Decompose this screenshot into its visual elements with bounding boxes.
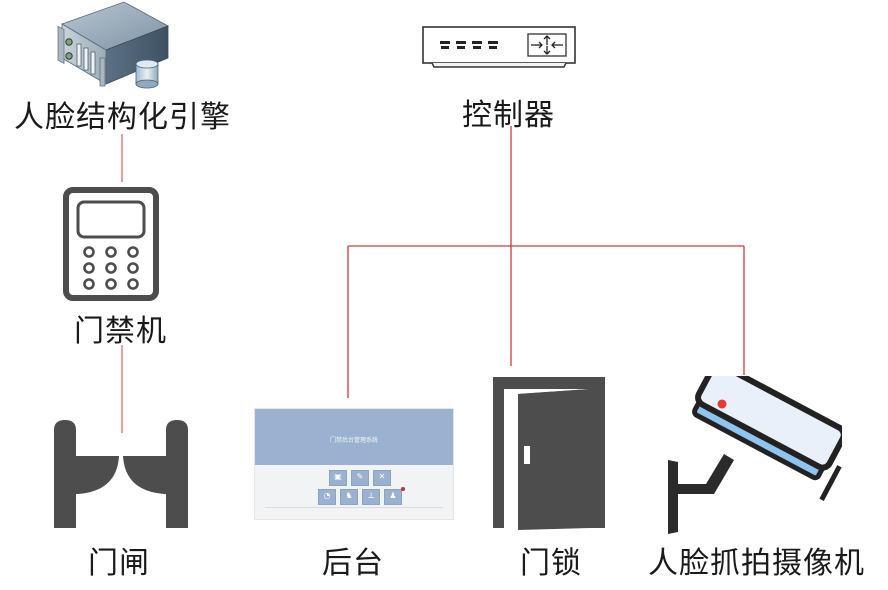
node-camera (662, 361, 847, 536)
label-access-terminal: 门禁机 (74, 314, 167, 349)
notification-dot (401, 487, 405, 491)
door-icon (493, 377, 605, 530)
label-gate: 门闸 (88, 546, 150, 581)
thumbnail-title: 门禁后台管理系统 (329, 437, 378, 444)
network-switch-icon (422, 26, 576, 68)
thumbnail-header: 门禁后台管理系统 (255, 409, 453, 465)
node-door-lock (492, 376, 606, 532)
node-gate (54, 418, 188, 530)
label-engine: 人脸结构化引擎 (14, 100, 231, 135)
label-controller: 控制器 (462, 98, 555, 133)
admin-dashboard-thumbnail: 门禁后台管理系统 ▣ ✎ ✕ ◔ ♞ ⊥ ♟ (254, 408, 454, 520)
thumbnail-tile: ♟ (384, 489, 402, 505)
thumbnail-footer-line (265, 507, 443, 508)
thumbnail-tile: ✎ (351, 470, 369, 486)
label-backend: 后台 (322, 546, 384, 581)
node-controller (420, 24, 578, 70)
camera-led (717, 399, 727, 409)
thumbnail-tile: ✕ (373, 470, 391, 486)
node-engine (50, 0, 180, 92)
label-door-lock: 门锁 (520, 546, 582, 581)
thumbnail-tile: ♞ (340, 489, 358, 505)
server-icon (57, 1, 169, 89)
keypad-terminal-icon (63, 187, 159, 301)
thumbnail-tile: ▣ (329, 470, 347, 486)
label-camera: 人脸抓拍摄像机 (648, 546, 865, 581)
thumbnail-tile: ⊥ (362, 489, 380, 505)
cctv-camera-icon (668, 361, 847, 534)
node-access-terminal (62, 186, 160, 302)
thumbnail-tile: ◔ (318, 489, 336, 505)
turnstile-gate-icon (54, 420, 188, 528)
